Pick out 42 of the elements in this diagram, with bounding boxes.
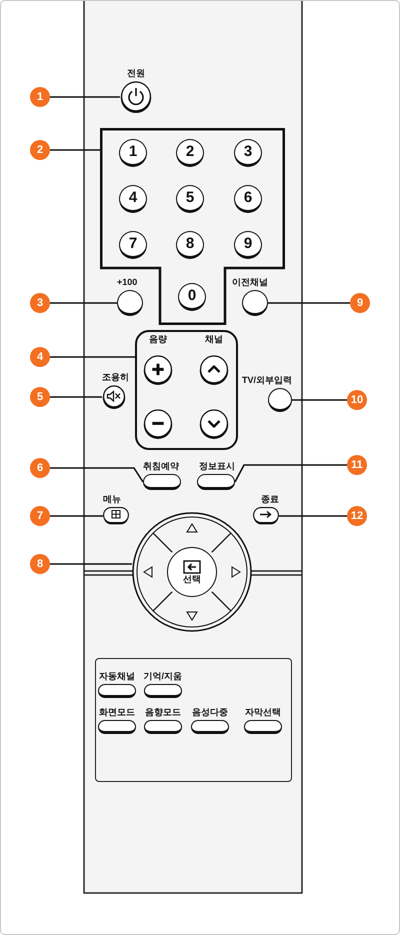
callout-number: 4 bbox=[30, 347, 50, 367]
callout-number: 1 bbox=[30, 87, 50, 107]
button-caption: 조용히 bbox=[102, 372, 129, 383]
callout-number: 3 bbox=[30, 293, 50, 313]
callout-number: 10 bbox=[347, 390, 367, 410]
button-caption: 음성다중 bbox=[192, 707, 228, 718]
leader-line bbox=[50, 467, 144, 482]
button-caption: TV/외부입력 bbox=[242, 375, 292, 386]
button-caption: +100 bbox=[117, 277, 138, 288]
button-caption: 종료 bbox=[261, 494, 279, 505]
button-caption: 음향모드 bbox=[145, 707, 181, 718]
button-caption: 화면모드 bbox=[99, 707, 135, 718]
leader-line bbox=[292, 399, 347, 401]
leader-line bbox=[50, 96, 120, 98]
leader-line bbox=[50, 563, 132, 565]
button-caption: 자막선택 bbox=[245, 707, 281, 718]
callout-number: 7 bbox=[30, 506, 50, 526]
button-caption: 자동채널 bbox=[99, 671, 135, 682]
button-caption: 메뉴 bbox=[103, 494, 121, 505]
callout-number: 8 bbox=[30, 554, 50, 574]
button-caption: 전원 bbox=[127, 68, 145, 79]
callout-number: 6 bbox=[30, 458, 50, 478]
leader-line bbox=[279, 515, 347, 517]
button-caption: 기억/지움 bbox=[144, 671, 182, 682]
callout-number: 11 bbox=[347, 455, 367, 475]
callout-number: 2 bbox=[30, 140, 50, 160]
leader-line bbox=[268, 302, 350, 304]
key-group-panel bbox=[135, 330, 238, 450]
callout-number: 9 bbox=[350, 293, 370, 313]
leader-line bbox=[50, 356, 135, 358]
leader-line bbox=[50, 302, 117, 304]
leader-line bbox=[50, 396, 102, 398]
leader-line bbox=[50, 515, 103, 517]
button-caption: 취침예약 bbox=[143, 461, 179, 472]
leader-line bbox=[50, 149, 100, 151]
button-caption: 정보표시 bbox=[199, 461, 235, 472]
callout-number: 12 bbox=[347, 506, 367, 526]
button-caption: 이전채널 bbox=[232, 277, 268, 288]
button-caption: 음량 bbox=[149, 334, 167, 345]
button-caption: 채널 bbox=[205, 334, 223, 345]
leader-line bbox=[234, 464, 347, 482]
callout-number: 5 bbox=[30, 387, 50, 407]
